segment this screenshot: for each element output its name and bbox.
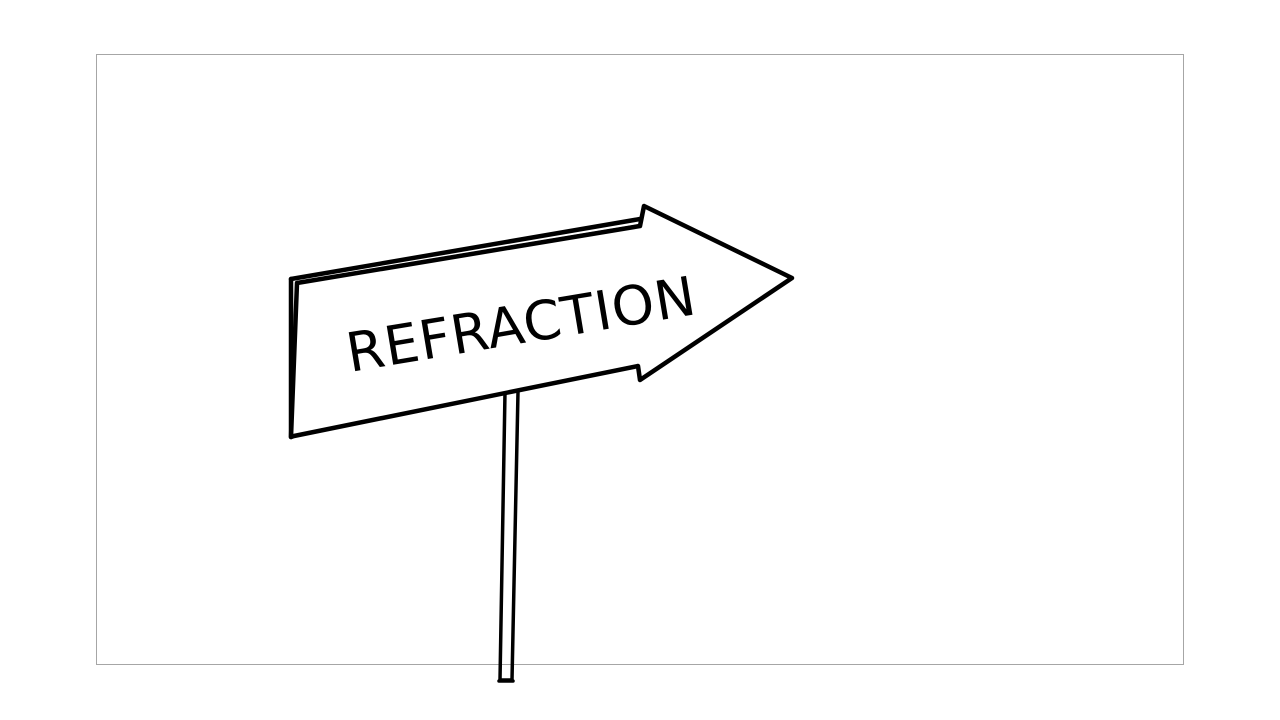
arrow-board <box>288 203 795 440</box>
signpost-pole <box>497 390 520 683</box>
